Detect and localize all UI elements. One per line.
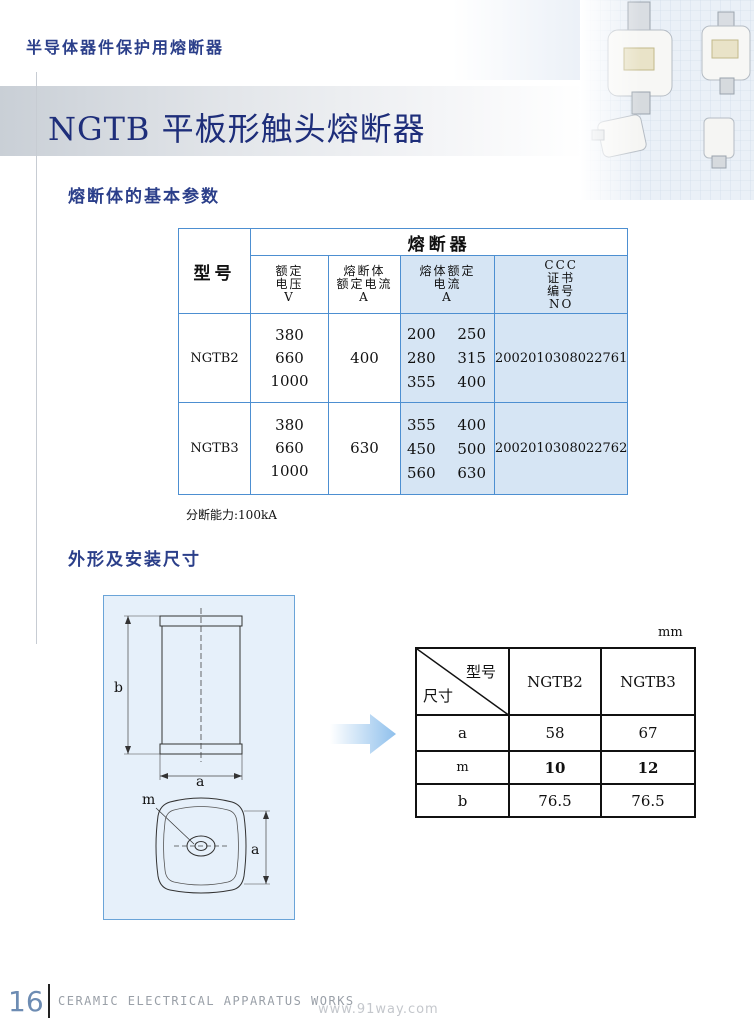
model-cell: NGTB3	[178, 402, 251, 495]
col-ccc-number: CCC 证书 编号 NO	[493, 255, 629, 314]
corner-top-label: 型号	[465, 663, 496, 681]
section-heading-dimensions: 外形及安装尺寸	[68, 550, 201, 570]
model-cell: NGTB2	[178, 313, 251, 403]
model-header: NGTB3	[600, 647, 696, 716]
dim-label-a-side: a	[251, 842, 260, 858]
dim-name: a	[415, 714, 510, 752]
table-row: b 76.5 76.5	[415, 783, 696, 818]
holder-current-cell: 630	[328, 402, 401, 495]
col-fuse-current: 熔体额定 电流 A	[400, 255, 495, 314]
diagonal-line	[417, 649, 510, 716]
dim-label-m: m	[142, 792, 156, 808]
model-header: NGTB2	[508, 647, 602, 716]
section-heading-parameters: 熔断体的基本参数	[68, 187, 220, 207]
watermark: www.91way.com	[318, 1002, 439, 1017]
model-header: 型号	[178, 228, 251, 314]
holder-current-cell: 400	[328, 313, 401, 403]
dim-value: 58	[508, 714, 602, 752]
left-divider	[36, 72, 37, 644]
footer-divider	[48, 984, 50, 1018]
dimensions-table: 型号 尺寸 NGTB2 NGTB3 a 58 67 m 10 12 b 76.5…	[415, 647, 696, 818]
ccc-cell: 2002010308022762	[493, 402, 629, 495]
dim-label-a: a	[196, 774, 205, 790]
ccc-cell: 2002010308022761	[493, 313, 629, 403]
dim-value: 12	[600, 750, 696, 785]
page-title: NGTB 平板形触头熔断器	[48, 110, 426, 148]
dim-name: m	[415, 750, 510, 785]
dim-value: 76.5	[508, 783, 602, 818]
title-band	[0, 86, 585, 156]
group-header: 熔断器	[249, 228, 629, 256]
corner-bottom-label: 尺寸	[423, 687, 454, 705]
outline-drawing-svg	[124, 608, 270, 894]
dim-label-b: b	[114, 680, 123, 696]
dim-value: 76.5	[600, 783, 696, 818]
outline-drawing: b a m a	[103, 595, 295, 920]
arrow-right-icon	[330, 714, 396, 754]
table-row: a 58 67	[415, 714, 696, 752]
product-photo	[580, 0, 754, 200]
col-rated-voltage: 额定 电压 V	[250, 255, 329, 314]
dim-name: b	[415, 783, 510, 818]
corner-header: 型号 尺寸	[415, 647, 510, 716]
col-holder-current: 熔断体 额定电流 A	[328, 255, 401, 314]
unit-label: mm	[658, 625, 683, 640]
parameter-table: 型号 熔断器 额定 电压 V 熔断体 额定电流 A 熔体额定 电流 A CCC …	[178, 228, 629, 495]
dim-value: 10	[508, 750, 602, 785]
series-title: 半导体器件保护用熔断器	[26, 38, 225, 57]
page-number: 16	[8, 985, 44, 1018]
table-row: m 10 12	[415, 750, 696, 785]
company-name: CERAMIC ELECTRICAL APPARATUS WORKS	[58, 994, 355, 1008]
breaking-capacity: 分断能力:100kA	[186, 508, 277, 522]
dim-value: 67	[600, 714, 696, 752]
